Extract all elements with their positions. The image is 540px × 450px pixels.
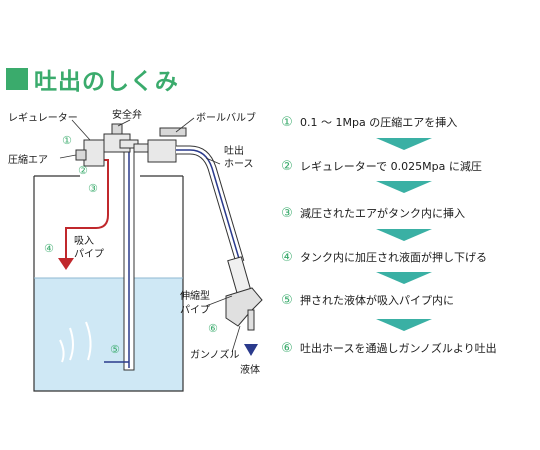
marker-6: ⑥ — [208, 322, 218, 335]
title-square-icon — [6, 68, 28, 90]
step-arrow-icon — [376, 272, 432, 284]
step-arrow-icon — [376, 319, 432, 331]
label-suction-1: 吸入 — [74, 236, 94, 247]
ball-valve-body — [147, 139, 177, 163]
air-arrow-head-icon — [58, 258, 74, 270]
label-telescopic-2: パイプ — [180, 304, 210, 316]
label-regulator: レギュレーター — [8, 112, 78, 124]
regulator-body — [83, 139, 105, 167]
step-text: 吐出ホースを通過しガンノズルより吐出 — [300, 342, 497, 355]
label-discharge-2: ホース — [224, 158, 254, 170]
tank-outline — [33, 176, 184, 392]
step-number: ③ — [281, 205, 293, 221]
step-text: レギュレーターで 0.025Mpa に減圧 — [300, 160, 482, 173]
liquid-flow-arrows — [59, 321, 92, 363]
liquid-area — [34, 278, 183, 391]
step-3: ③ 減圧されたエアがタンク内に挿入 — [280, 205, 465, 221]
step-arrow-icon — [376, 138, 432, 150]
gun-nozzle — [225, 287, 263, 327]
marker-3: ③ — [88, 182, 98, 195]
step-4: ④ タンク内に加圧され液面が押し下げる — [280, 249, 487, 265]
step-text: 押された液体が吸入パイプ内に — [300, 294, 454, 307]
discharge-flow-line — [176, 149, 241, 263]
label-discharge-1: 吐出 — [224, 144, 244, 157]
step-text: タンク内に加圧され液面が押し下げる — [300, 251, 487, 264]
label-gun-nozzle: ガンノズル — [190, 348, 240, 361]
title-block: 吐出のしくみ — [6, 64, 179, 95]
step-6: ⑥ 吐出ホースを通過しガンノズルより吐出 — [280, 340, 497, 356]
step-number: ⑤ — [281, 292, 293, 308]
step-arrow-icon — [376, 229, 432, 241]
step-arrow-icon — [376, 181, 432, 193]
step-2: ② レギュレーターで 0.025Mpa に減圧 — [280, 158, 482, 174]
leader-lines — [59, 117, 241, 353]
page-title: 吐出のしくみ — [34, 69, 179, 95]
step-5: ⑤ 押された液体が吸入パイプ内に — [280, 292, 454, 308]
marker-4: ④ — [44, 242, 54, 255]
step-number: ② — [281, 158, 293, 174]
air-inlet-fitting — [75, 149, 87, 161]
label-liquid: 液体 — [240, 363, 260, 376]
label-suction-2: パイプ — [74, 248, 104, 260]
label-safety-valve: 安全弁 — [112, 108, 142, 121]
marker-1: ① — [62, 134, 72, 147]
nozzle-tip — [247, 309, 255, 331]
liquid-out-arrow-icon — [244, 344, 258, 356]
step-number: ④ — [281, 249, 293, 265]
step-number: ⑥ — [281, 340, 293, 356]
valve-connector — [133, 143, 149, 153]
marker-2: ② — [78, 164, 88, 177]
safety-valve-cap — [111, 123, 123, 135]
marker-5: ⑤ — [110, 343, 120, 356]
step-text: 0.1 ～ 1Mpa の圧縮エアを挿入 — [300, 116, 458, 129]
label-ball-valve: ボールバルブ — [196, 111, 256, 124]
step-text: 減圧されたエアがタンク内に挿入 — [300, 207, 465, 220]
air-flow-line — [65, 159, 109, 262]
label-compressed-air: 圧縮エア — [8, 153, 48, 166]
step-1: ① 0.1 ～ 1Mpa の圧縮エアを挿入 — [280, 114, 457, 130]
step-number: ① — [281, 114, 293, 130]
ball-valve-handle — [159, 127, 187, 137]
label-telescopic-1: 伸縮型 — [180, 289, 210, 302]
